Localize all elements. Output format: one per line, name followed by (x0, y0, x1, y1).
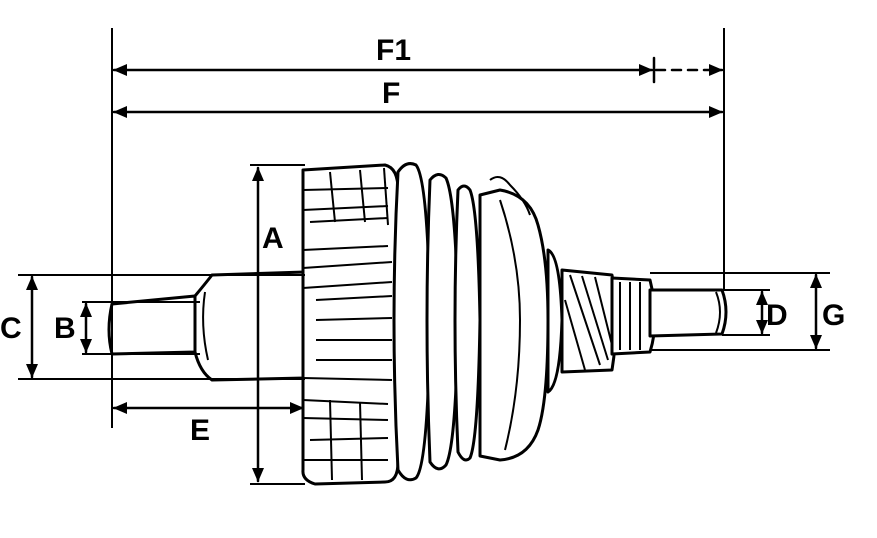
bendix-drive-drawing (107, 162, 728, 486)
pinion-gear (301, 163, 400, 486)
label-a: A (262, 222, 284, 255)
helix-lines (564, 274, 613, 371)
left-shaft-end (107, 294, 197, 356)
label-d: D (766, 299, 788, 332)
clutch-housing (478, 188, 550, 462)
clutch-back-plate (546, 248, 564, 394)
ring-2 (425, 173, 460, 471)
label-b: B (54, 312, 76, 345)
dimension-labels: F1 F A C B E D G (0, 34, 845, 447)
left-shaft-collar (193, 270, 307, 382)
label-e: E (190, 414, 210, 447)
label-g: G (822, 299, 845, 332)
right-shaft (648, 288, 728, 338)
label-c: C (0, 312, 22, 345)
ring-3 (453, 184, 482, 462)
dimension-lines (18, 28, 830, 485)
gear-teeth (302, 167, 393, 481)
label-f1: F1 (376, 34, 411, 67)
label-f: F (382, 77, 400, 110)
ring-1 (392, 162, 432, 482)
